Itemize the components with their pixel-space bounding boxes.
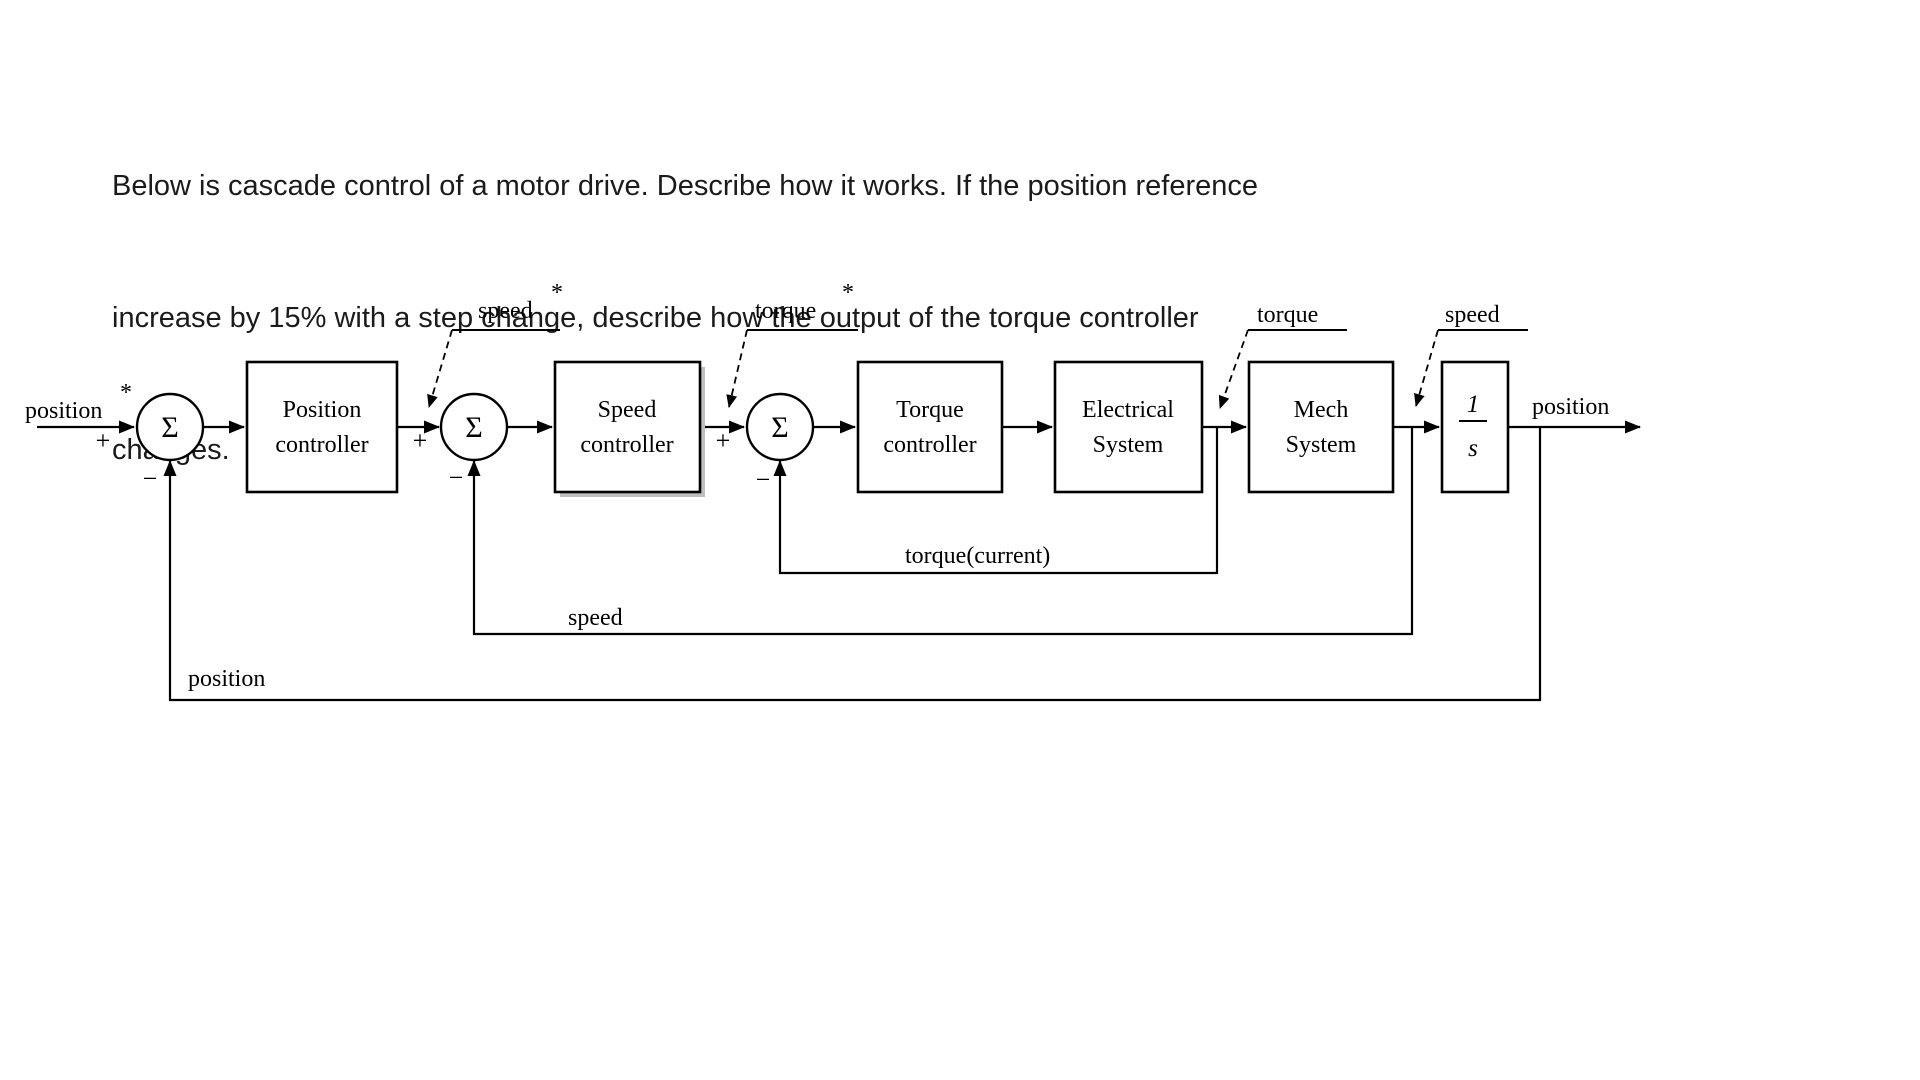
mech-system-label-1: Mech <box>1294 397 1349 423</box>
summing-junction-position: Σ + − <box>96 392 205 493</box>
integrator-rect <box>1440 360 1510 494</box>
electrical-system-label-1: Electrical <box>1082 397 1174 423</box>
block-torque-controller: Torque controller <box>856 360 1004 494</box>
torque-signal-label: torque <box>1257 302 1318 328</box>
integrator-numerator: 1 <box>1467 391 1480 418</box>
position-controller-rect <box>245 360 399 494</box>
mech-system-label-2: System <box>1286 432 1357 458</box>
torque-controller-rect <box>856 360 1004 494</box>
feedback-position-path <box>163 427 1542 702</box>
speed-controller-label-1: Speed <box>598 397 657 423</box>
sum1-circle <box>135 392 205 462</box>
torque-reference-label-group: torque * <box>726 280 858 408</box>
summing-junction-speed: Σ + − <box>413 392 509 492</box>
torque-signal-pointer-arrow <box>1218 329 1249 409</box>
sum2-circle <box>439 392 509 462</box>
block-position-controller: Position controller <box>245 360 399 494</box>
question-line-1: Below is cascade control of a motor driv… <box>112 170 1259 202</box>
position-controller-label-1: Position <box>283 397 362 423</box>
speed-controller-rect <box>553 360 702 494</box>
sum3-sigma: Σ <box>771 411 788 444</box>
feedback-torque-label: torque(current) <box>905 543 1050 569</box>
feedback-torque-path <box>773 427 1219 575</box>
speed-reference-label-group: speed * <box>427 280 563 408</box>
feedback-speed-path <box>467 427 1414 636</box>
speed-signal-pointer-arrow <box>1414 329 1439 407</box>
integrator-denominator: s <box>1468 435 1478 462</box>
feedback-speed-label: speed <box>568 605 623 631</box>
electrical-system-rect <box>1053 360 1204 494</box>
speed-signal-label: speed <box>1445 302 1500 328</box>
output-label-group: position <box>1532 394 1609 420</box>
position-controller-label-2: controller <box>275 432 368 458</box>
block-mech-system: Mech System <box>1247 360 1395 494</box>
speed-reference-label: speed <box>478 298 533 324</box>
mech-system-rect <box>1247 360 1395 494</box>
feedback-paths: torque(current) speed position <box>163 427 1542 702</box>
input-label-group: position * <box>25 380 132 424</box>
electrical-system-label-2: System <box>1093 432 1164 458</box>
feedback-position-label: position <box>188 666 265 692</box>
sum2-plus-sign: + <box>413 426 428 455</box>
sum2-sigma: Σ <box>465 411 482 444</box>
speed-signal-label-group: speed <box>1414 302 1528 407</box>
torque-reference-label: torque <box>755 298 816 324</box>
torque-reference-star: * <box>842 280 854 306</box>
sum3-plus-sign: + <box>716 426 731 455</box>
torque-controller-label-1: Torque <box>896 397 964 423</box>
block-speed-controller: Speed controller <box>553 360 705 497</box>
summing-junction-torque: Σ + − <box>716 392 815 494</box>
torque-controller-label-2: controller <box>883 432 976 458</box>
block-electrical-system: Electrical System <box>1053 360 1204 494</box>
sum2-minus-sign: − <box>449 463 464 492</box>
input-label: position <box>25 398 102 424</box>
speed-controller-label-2: controller <box>580 432 673 458</box>
sum1-sigma: Σ <box>161 411 178 444</box>
torque-signal-label-group: torque <box>1218 302 1347 409</box>
block-integrator: 1 s <box>1440 360 1510 494</box>
speed-reference-pointer-arrow <box>427 329 453 408</box>
sum1-plus-sign: + <box>96 426 111 455</box>
input-label-star: * <box>120 380 132 406</box>
sum3-circle <box>745 392 815 462</box>
torque-reference-pointer-arrow <box>726 329 748 408</box>
output-label: position <box>1532 394 1609 420</box>
sum1-minus-sign: − <box>143 464 158 493</box>
speed-reference-star: * <box>551 280 563 306</box>
sum3-minus-sign: − <box>756 465 771 494</box>
question-line-2: increase by 15% with a step change, desc… <box>112 302 1199 334</box>
